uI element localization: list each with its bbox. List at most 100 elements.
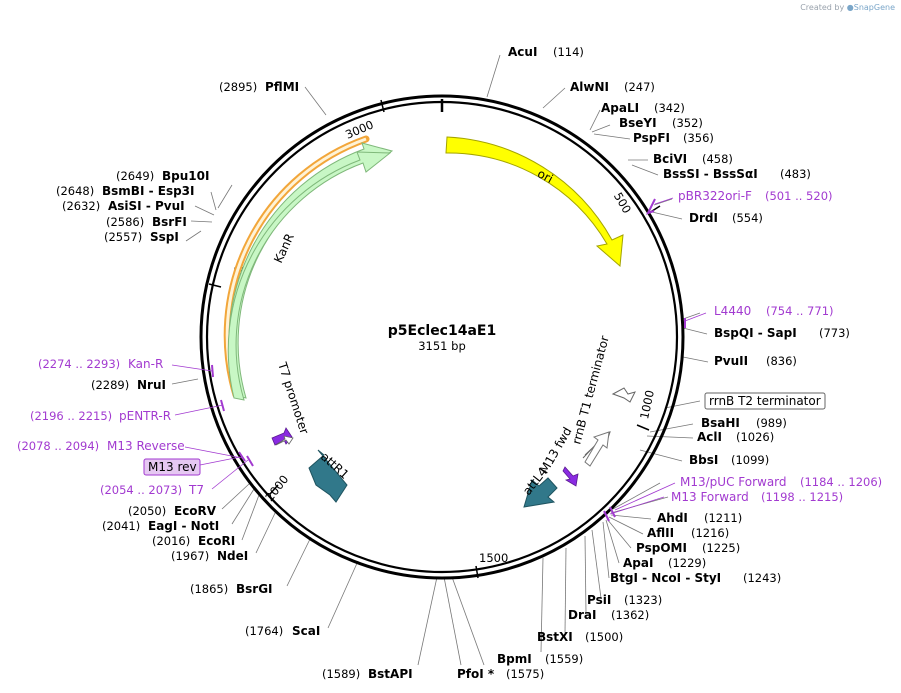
site-aflii-pos: (1216): [691, 526, 729, 540]
site-apali-pos: (342): [654, 101, 685, 115]
site-bpu10i-pos: (2649): [116, 169, 154, 183]
site-bsmbi-pos: (2648): [56, 184, 94, 198]
site-bsmbi-name[interactable]: BsmBI - Esp3I: [102, 184, 194, 198]
attr1-feature[interactable]: [308, 449, 348, 503]
snapgene-logo-icon: ●: [846, 3, 854, 12]
site-bsrgi-pos: (1865): [190, 582, 228, 596]
site-bsssi-name[interactable]: BssSI - BssSαI: [663, 167, 758, 181]
site-bpmi-name[interactable]: BpmI: [497, 652, 532, 666]
primer-m13rev-name[interactable]: M13 Reverse: [107, 439, 185, 453]
site-pvuii-pos: (836): [766, 354, 797, 368]
site-ecorv-pos: (2050): [128, 504, 166, 518]
primer-t7-name[interactable]: T7: [188, 483, 204, 497]
t7-promoter-arrow-icon: [275, 435, 294, 446]
primer-kanr-name[interactable]: Kan-R: [128, 357, 163, 371]
site-pfoi-name[interactable]: PfoI *: [457, 667, 495, 681]
rrnb-t1-feature[interactable]: [584, 431, 610, 467]
primer-m13fwd-name[interactable]: M13 Forward: [671, 490, 749, 504]
site-pflmi-name[interactable]: PflMI: [265, 80, 299, 94]
t7-promoter-label: T7 promoter: [275, 360, 312, 436]
site-pfoi-pos: (1575): [506, 667, 544, 681]
site-ahdi-name[interactable]: AhdI: [657, 511, 688, 525]
site-bstxi-pos: (1500): [585, 630, 623, 644]
primer-m13puc-name[interactable]: M13/pUC Forward: [680, 475, 787, 489]
attl4-feature[interactable]: [523, 477, 558, 508]
site-bpu10i-name[interactable]: Bpu10I: [162, 169, 209, 183]
primer-m13fwd-range: (1198 .. 1215): [761, 490, 843, 504]
site-bseyi-pos: (352): [672, 116, 703, 130]
kanr-arrow-body: [227, 151, 392, 401]
site-psii-pos: (1323): [624, 593, 662, 607]
primer-l4440-name[interactable]: L4440: [714, 304, 751, 318]
site-alwni-name[interactable]: AlwNI: [570, 80, 609, 94]
site-eagi-pos: (2041): [102, 519, 140, 533]
site-bsrgi-name[interactable]: BsrGI: [236, 582, 273, 596]
primer-pbr322-name[interactable]: pBR322ori-F: [678, 189, 752, 203]
site-pvuii-name[interactable]: PvuII: [714, 354, 748, 368]
leader-lines: [171, 54, 709, 666]
site-nrui-name[interactable]: NruI: [137, 378, 166, 392]
site-btgi-name[interactable]: BtgI - NcoI - StyI: [610, 571, 721, 585]
site-ecorv-name[interactable]: EcoRV: [174, 504, 217, 518]
primer-kanr-range: (2274 .. 2293): [38, 357, 120, 371]
site-pspfi-pos: (356): [683, 131, 714, 145]
site-bcivi-name[interactable]: BciVI: [653, 152, 687, 166]
site-drdi-name[interactable]: DrdI: [689, 211, 718, 225]
site-ecori-pos: (2016): [152, 534, 190, 548]
site-acli-pos: (1026): [736, 430, 774, 444]
ori-feature[interactable]: [445, 136, 624, 268]
site-bsrfi-name[interactable]: BsrFI: [152, 215, 187, 229]
site-scai-pos: (1764): [245, 624, 283, 638]
site-apali-name[interactable]: ApaLI: [601, 101, 639, 115]
site-pspomi-pos: (1225): [702, 541, 740, 555]
kanr-feature[interactable]: [228, 142, 394, 399]
site-bbsi-name[interactable]: BbsI: [689, 453, 718, 467]
rrnb-t1-label: rrnB T1 terminator: [569, 334, 611, 446]
site-acui-name[interactable]: AcuI: [508, 45, 537, 59]
site-bsahi-name[interactable]: BsaHI: [701, 416, 740, 430]
site-bspqi-pos: (773): [819, 326, 850, 340]
primer-m13rev-range: (2078 .. 2094): [17, 439, 99, 453]
site-ahdi-pos: (1211): [704, 511, 742, 525]
site-bstapi-pos: (1589): [322, 667, 360, 681]
site-bseyi-name[interactable]: BseYI: [619, 116, 657, 130]
m13-rev-label-box[interactable]: [143, 458, 201, 476]
site-eagi-name[interactable]: EagI - NotI: [148, 519, 219, 533]
primer-leaders: [171, 197, 707, 515]
site-apai-name[interactable]: ApaI: [623, 556, 653, 570]
plasmid-name: p5Eclec14aE1: [388, 323, 496, 339]
credit-brand: SnapGene: [853, 3, 895, 12]
site-bbsi-pos: (1099): [731, 453, 769, 467]
site-bstapi-name[interactable]: BstAPI: [368, 667, 413, 681]
ori-label: ori: [535, 166, 555, 186]
site-psii-name[interactable]: PsiI: [587, 593, 611, 607]
site-bsahi-pos: (989): [756, 416, 787, 430]
primer-l4440-range: (754 .. 771): [766, 304, 834, 318]
site-ndei-pos: (1967): [171, 549, 209, 563]
primer-pentr-name[interactable]: pENTR-R: [119, 409, 171, 423]
site-aflii-name[interactable]: AflII: [647, 526, 674, 540]
m13-fwd-arrow-icon[interactable]: [562, 466, 579, 487]
site-bstxi-name[interactable]: BstXI: [537, 630, 573, 644]
site-sspi-name[interactable]: SspI: [150, 230, 179, 244]
credit-prefix: Created by: [800, 3, 845, 12]
plasmid-size: 3151 bp: [418, 339, 466, 353]
site-scai-name[interactable]: ScaI: [292, 624, 320, 638]
backbone-outer-circle: [199, 94, 685, 580]
site-bspqi-name[interactable]: BspQI - SapI: [714, 326, 797, 340]
site-pspomi-name[interactable]: PspOMI: [636, 541, 687, 555]
rrnb-t2-label-box: [704, 392, 826, 410]
site-bsrfi-pos: (2586): [106, 215, 144, 229]
site-asisi-pos: (2632): [62, 199, 100, 213]
tick-label-2000: 2000: [262, 472, 291, 504]
site-drai-name[interactable]: DraI: [568, 608, 596, 622]
site-ecori-name[interactable]: EcoRI: [198, 534, 235, 548]
site-acli-name[interactable]: AclI: [697, 430, 722, 444]
site-asisi-name[interactable]: AsiSI - PvuI: [108, 199, 185, 213]
site-bcivi-pos: (458): [702, 152, 733, 166]
site-pspfi-name[interactable]: PspFI: [633, 131, 670, 145]
site-ndei-name[interactable]: NdeI: [217, 549, 248, 563]
kanr-label: KanR: [271, 231, 297, 265]
m13-rev-label: M13 rev: [148, 460, 197, 474]
tick-label-1500: 1500: [479, 551, 508, 565]
